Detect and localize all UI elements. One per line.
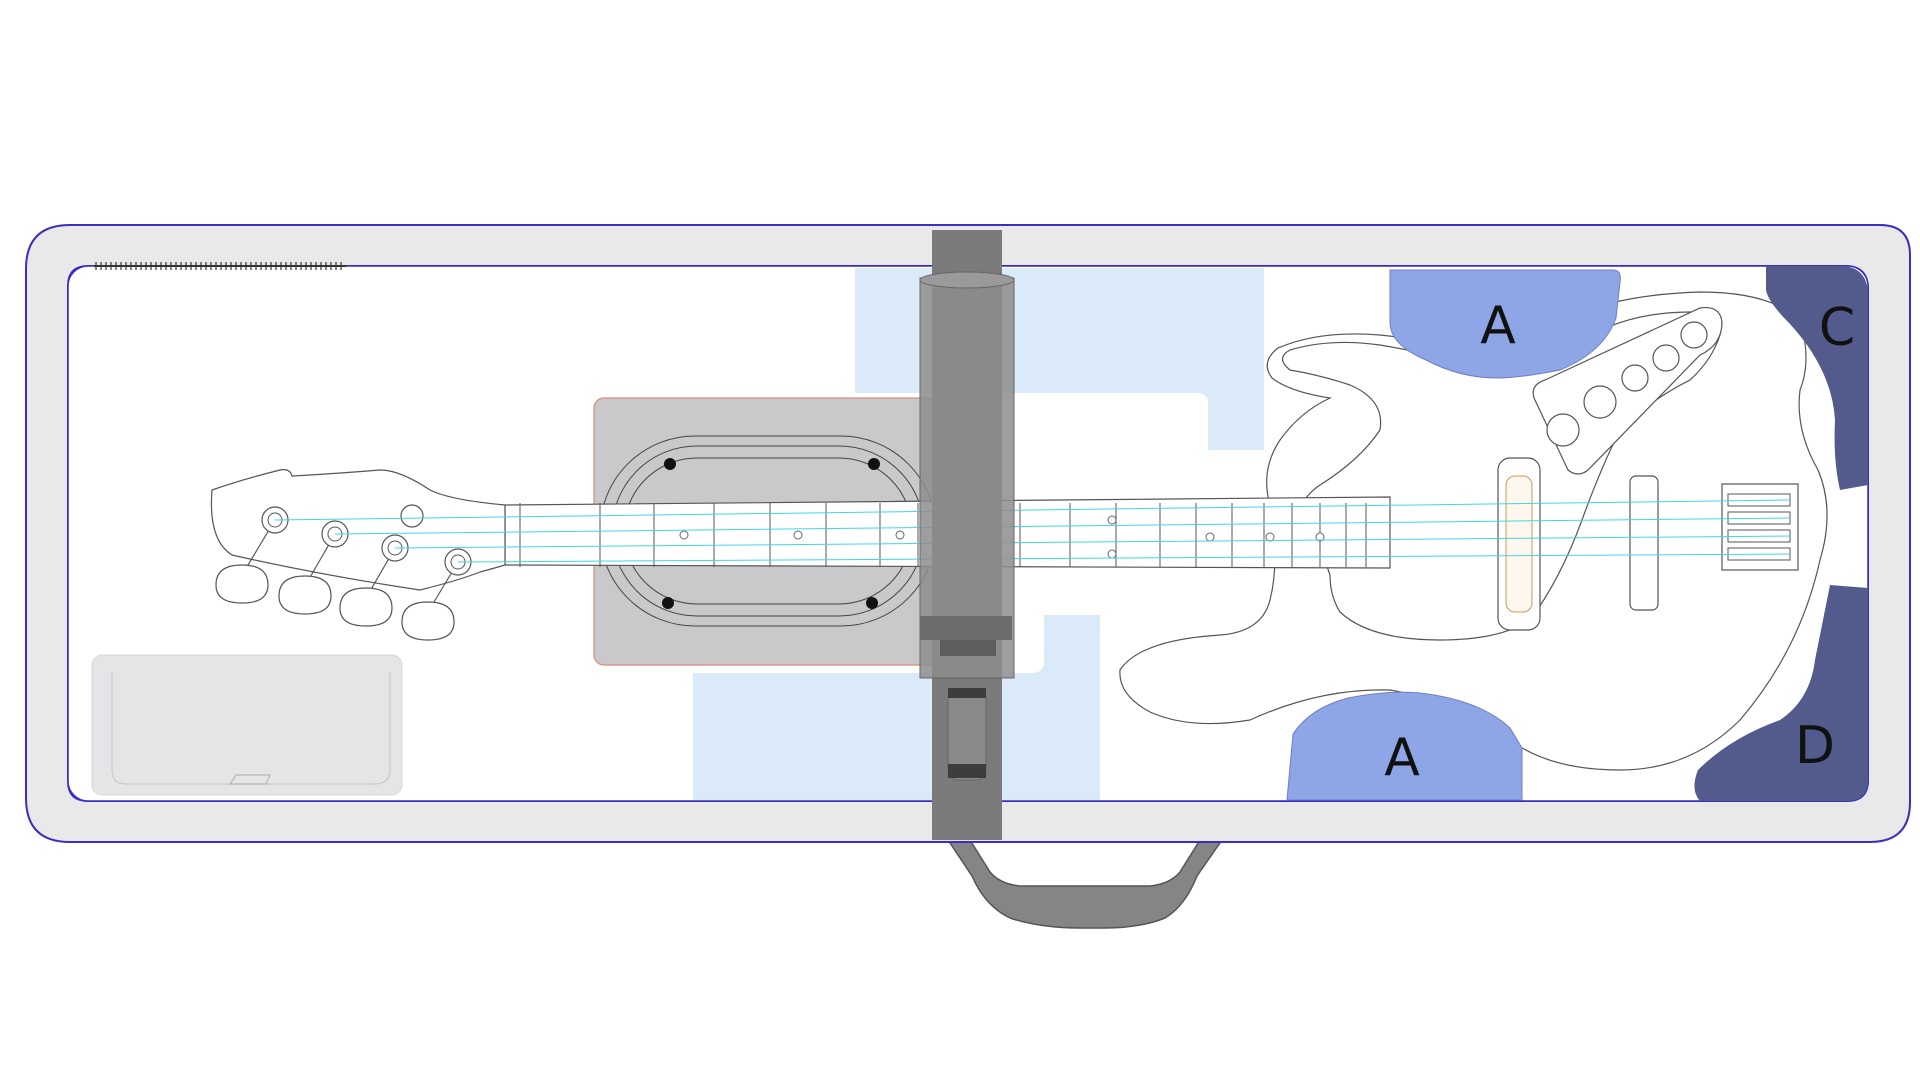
fret-dot xyxy=(1107,515,1117,525)
string xyxy=(394,535,1791,549)
string-tree xyxy=(400,504,424,528)
knob xyxy=(1652,344,1680,372)
frets xyxy=(519,503,1367,567)
fret-dot xyxy=(1107,549,1117,559)
pad-d xyxy=(1694,585,1868,801)
control-knobs xyxy=(1546,321,1708,447)
fret-dot xyxy=(793,530,803,540)
pad-a-bottom xyxy=(1286,691,1523,801)
carry-handle[interactable] xyxy=(946,839,1224,929)
pad-d-label: D xyxy=(1795,716,1835,776)
strings xyxy=(274,499,1791,563)
strap-peg xyxy=(662,597,674,609)
string xyxy=(457,553,1791,563)
fret-dot xyxy=(895,530,905,540)
pad-c-label: C xyxy=(1819,298,1855,358)
fret-dot xyxy=(1205,532,1215,542)
string xyxy=(334,517,1791,535)
knob xyxy=(1621,364,1649,392)
knob xyxy=(1583,385,1617,419)
strap-peg xyxy=(664,458,676,470)
accessory-pocket[interactable] xyxy=(91,654,403,796)
pad-a-bottom-label: A xyxy=(1384,728,1420,788)
headstock xyxy=(210,469,506,591)
zipper xyxy=(94,262,346,270)
tuner-key xyxy=(215,564,269,604)
strap-peg xyxy=(866,597,878,609)
tuner-key xyxy=(401,601,455,641)
support-tube xyxy=(919,230,1015,840)
tuner-key xyxy=(339,587,393,627)
pad-a-top xyxy=(1389,269,1621,379)
pad-c xyxy=(1766,266,1868,490)
bridge-pickup xyxy=(1629,475,1659,611)
pad-a-top-label: A xyxy=(1480,296,1516,356)
fret-dot xyxy=(1315,532,1325,542)
knob xyxy=(1546,413,1580,447)
pocket-tab[interactable] xyxy=(228,774,271,785)
string xyxy=(274,499,1791,521)
fret-dot xyxy=(1265,532,1275,542)
knob xyxy=(1680,321,1708,349)
strap-peg xyxy=(868,458,880,470)
fret-dot xyxy=(679,530,689,540)
tuner-key xyxy=(278,575,332,615)
